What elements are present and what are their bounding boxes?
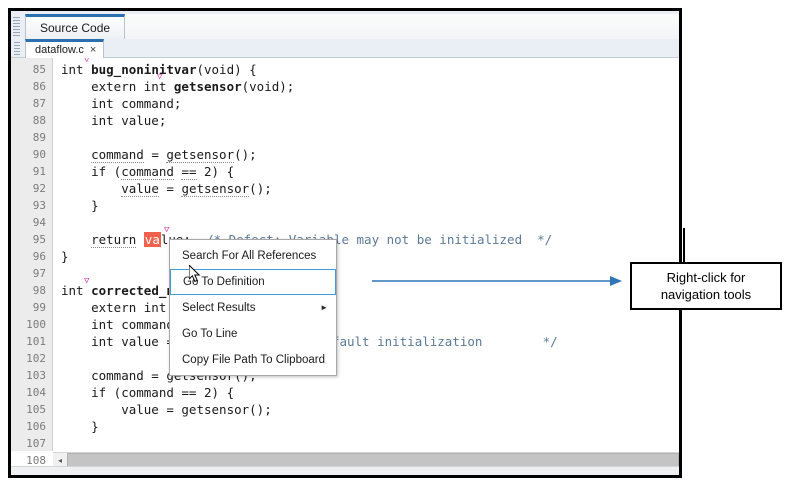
code-line: extern int getsensor(void);	[91, 300, 294, 315]
menu-item-label: Search For All References	[182, 250, 317, 262]
line-number: 102	[26, 352, 46, 365]
code-line	[53, 350, 679, 367]
code-line: int bug_noninitvar(void) {	[53, 61, 679, 78]
menu-item[interactable]: Select Results ►	[170, 295, 336, 321]
code-line: value = getsensor();	[61, 402, 272, 417]
line-number: 92	[32, 182, 46, 195]
code-line: if (command == 2) {	[61, 385, 235, 400]
line-number: 108	[26, 454, 46, 467]
code-text-area[interactable]: int bug_noninitvar(void) { extern int ge…	[53, 58, 679, 451]
menu-item[interactable]: Go To Line	[170, 321, 336, 347]
source-code-window: Source Code dataflow.c × 85 86 87 88 89 90 91 9…	[8, 8, 682, 478]
context-menu[interactable]: Search For All References Go To Definitio…	[169, 239, 337, 376]
code-line: command = getsensor();	[91, 147, 257, 163]
line-number: 87	[32, 97, 46, 110]
menu-item-label: Go To Line	[182, 328, 238, 340]
line-number: 103	[26, 369, 46, 382]
toolstrip-grip-icon[interactable]	[13, 17, 20, 36]
menu-item[interactable]: Search For All References	[170, 243, 336, 269]
line-number: 93	[32, 199, 46, 212]
code-line: value = getsensor();	[121, 181, 272, 197]
menu-item[interactable]: Go To Definition	[170, 269, 336, 295]
menu-item[interactable]: Copy File Path To Clipboard	[170, 347, 336, 373]
line-number: 88	[32, 114, 46, 127]
close-icon[interactable]: ×	[89, 43, 97, 56]
code-line: return value; /* Defect: Variable may no…	[53, 231, 679, 248]
line-number: 86	[32, 80, 46, 93]
menu-item-label: Select Results	[182, 302, 256, 314]
menu-item-label: Copy File Path To Clipboard	[182, 354, 325, 366]
code-line: extern int getsensor(void);	[53, 78, 679, 95]
code-line: int value;	[61, 113, 167, 128]
tab-strip-filler	[123, 14, 679, 40]
submenu-arrow-icon: ►	[320, 303, 328, 312]
tab-dataflow-c-label: dataflow.c	[35, 44, 84, 56]
code-line: command = getsensor();	[61, 368, 257, 383]
line-number: 96	[32, 250, 46, 263]
tab-source-code[interactable]: Source Code	[25, 14, 126, 39]
line-number: 106	[26, 420, 46, 433]
document-tab-strip: dataflow.c ×	[11, 39, 679, 58]
line-number: 107	[26, 437, 46, 450]
line-number: 101	[26, 335, 46, 348]
menu-item-label: Go To Definition	[183, 276, 265, 288]
horizontal-scrollbar[interactable]: ◂	[53, 452, 679, 468]
callout-line-2: navigation tools	[660, 287, 752, 302]
line-number: 94	[32, 216, 46, 229]
line-number: 104	[26, 386, 46, 399]
code-line: }	[61, 249, 69, 264]
code-line: if (command == 2) {	[61, 164, 235, 180]
callout-line-1: Right-click for	[666, 270, 746, 285]
selected-text[interactable]: va	[143, 232, 161, 247]
line-number-gutter: 85 86 87 88 89 90 91 92 93 94 95 96 97 98 99 100 101 102 1…	[11, 58, 53, 467]
line-number: 100	[26, 318, 46, 331]
tab-source-code-label: Source Code	[40, 21, 111, 35]
code-line: int command;	[61, 317, 182, 332]
code-line: int command;	[61, 96, 182, 111]
code-line: }	[61, 419, 99, 434]
line-number: 99	[32, 301, 46, 314]
line-number: 105	[26, 403, 46, 416]
callout-box: Right-click for navigation tools	[630, 262, 782, 310]
callout-stem	[683, 228, 685, 264]
line-number: 85	[32, 63, 46, 76]
code-line: }	[61, 198, 99, 213]
outer-tab-strip: Source Code	[11, 11, 679, 40]
code-line: int value = 0; /* Fix: Add a default ini…	[61, 334, 558, 349]
annotation-arrow-icon	[372, 276, 622, 286]
line-number: 90	[32, 148, 46, 161]
code-editor[interactable]: 85 86 87 88 89 90 91 92 93 94 95 96 97 98 99 100 101 102 1…	[11, 58, 679, 475]
status-strip	[11, 466, 679, 475]
tab-dataflow-c[interactable]: dataflow.c ×	[25, 39, 105, 58]
document-strip-grip-icon[interactable]	[14, 42, 20, 55]
line-number: 98	[32, 284, 46, 297]
code-line	[53, 435, 679, 451]
line-number: 91	[32, 165, 46, 178]
line-number: 95	[32, 233, 46, 246]
line-number: 97	[32, 267, 46, 280]
code-line	[53, 129, 679, 146]
line-number: 89	[32, 131, 46, 144]
code-line	[53, 214, 679, 231]
scroll-left-arrow-icon[interactable]: ◂	[53, 453, 67, 468]
